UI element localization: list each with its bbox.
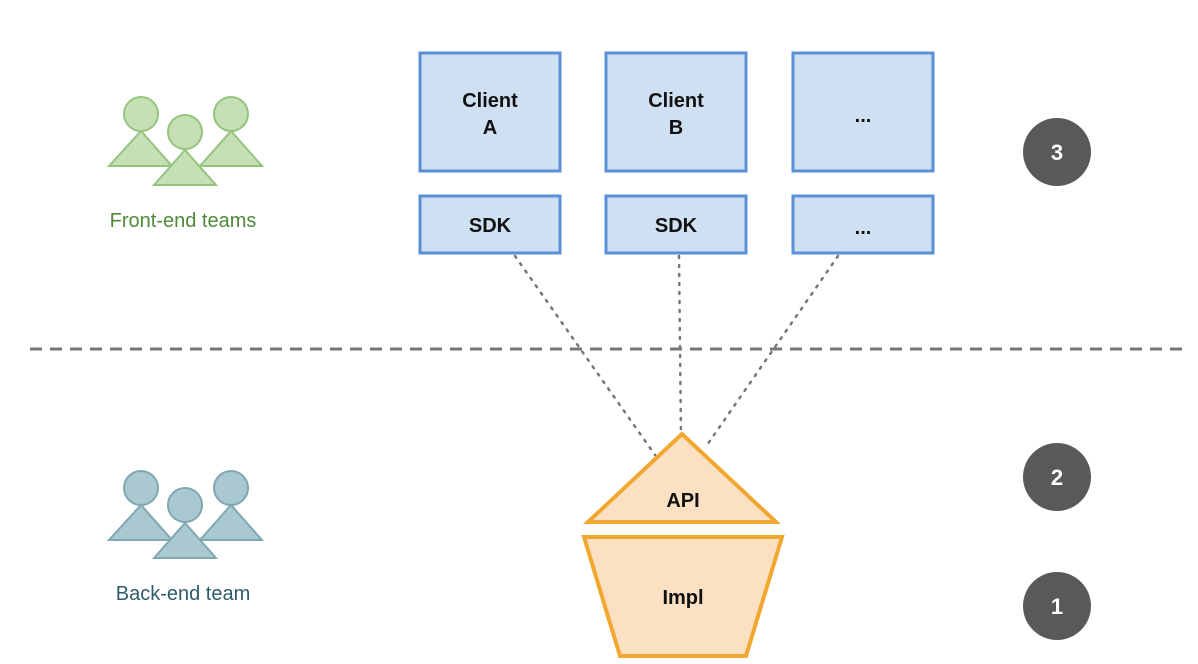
client-box-more: ... xyxy=(791,51,935,173)
client-box-a: Client A xyxy=(418,51,562,173)
frontend-team-label: Front-end teams xyxy=(110,210,257,232)
client-a-line1: Client xyxy=(462,90,518,112)
impl-shape: Impl xyxy=(581,535,785,658)
api-label: API xyxy=(666,490,699,512)
step-badge-3: 3 xyxy=(1023,118,1091,186)
client-more-label: ... xyxy=(855,105,872,127)
connector-sdk-b-api xyxy=(677,254,683,440)
backend-team-icon xyxy=(106,470,265,559)
impl-label: Impl xyxy=(662,587,703,609)
client-b-line1: Client xyxy=(648,90,704,112)
frontend-team-icon xyxy=(106,96,265,186)
sdk-box-more: ... xyxy=(791,194,935,255)
sdk-box-a: SDK xyxy=(418,194,562,255)
badge-2-label: 2 xyxy=(1051,465,1063,490)
client-b-line2: B xyxy=(669,117,683,139)
backend-team-label: Back-end team xyxy=(116,583,251,605)
badge-3-label: 3 xyxy=(1051,140,1063,165)
client-box-b: Client B xyxy=(604,51,748,173)
connector-sdk-more-api xyxy=(703,254,840,450)
step-badge-2: 2 xyxy=(1023,443,1091,511)
client-a-line2: A xyxy=(483,117,497,139)
step-badge-1: 1 xyxy=(1023,572,1091,640)
sdk-b-label: SDK xyxy=(655,215,698,237)
sdk-box-b: SDK xyxy=(604,194,748,255)
api-shape: API xyxy=(582,431,782,524)
connector-sdk-a-api xyxy=(513,254,657,457)
sdk-a-label: SDK xyxy=(469,215,512,237)
badge-1-label: 1 xyxy=(1051,594,1063,619)
sdk-more-label: ... xyxy=(855,217,872,239)
